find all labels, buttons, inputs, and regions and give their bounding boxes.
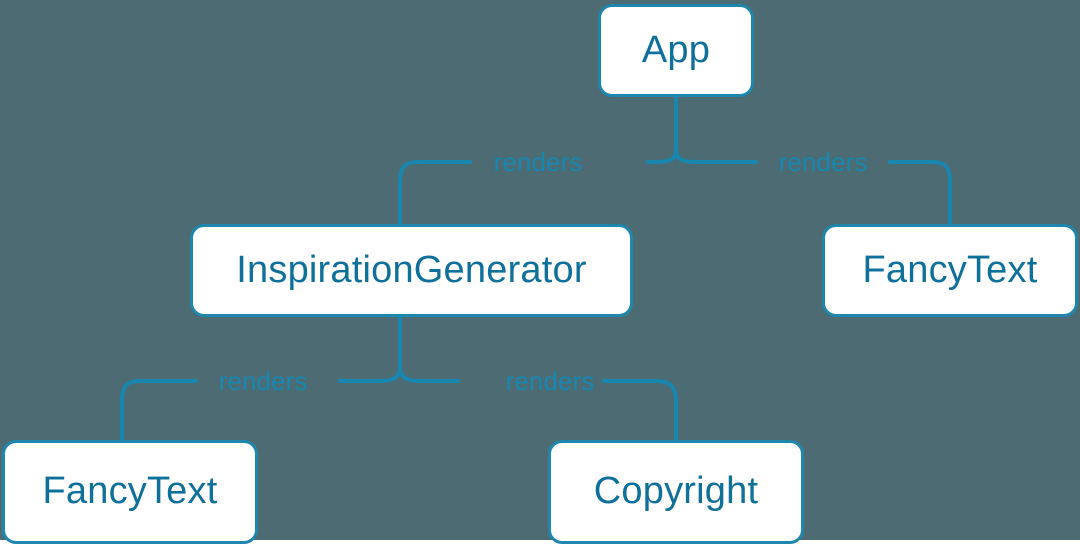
node-copyright-label: Copyright <box>593 470 759 512</box>
edge-label-inspirationgenerator-to-copyright: renders <box>505 366 595 396</box>
node-inspirationgenerator-label: InspirationGenerator <box>236 248 587 291</box>
node-fancytext-left-label: FancyText <box>42 470 218 512</box>
node-fancytext-right-label: FancyText <box>862 248 1038 291</box>
edge-label-app-to-fancytext-right: renders <box>778 147 868 177</box>
node-app[interactable]: App <box>598 4 754 97</box>
edge-label-app-to-inspirationgenerator: renders <box>493 147 583 177</box>
node-inspirationgenerator[interactable]: InspirationGenerator <box>190 224 633 317</box>
node-copyright[interactable]: Copyright <box>548 440 804 544</box>
node-fancytext-left[interactable]: FancyText <box>2 440 258 544</box>
edge-label-inspirationgenerator-to-fancytext-left: renders <box>218 366 308 396</box>
edge-inspirationgenerator-to-copyright <box>398 366 678 442</box>
node-fancytext-right[interactable]: FancyText <box>822 224 1078 317</box>
node-app-label: App <box>641 28 711 71</box>
edge-app-to-fancytext-right <box>674 148 952 226</box>
